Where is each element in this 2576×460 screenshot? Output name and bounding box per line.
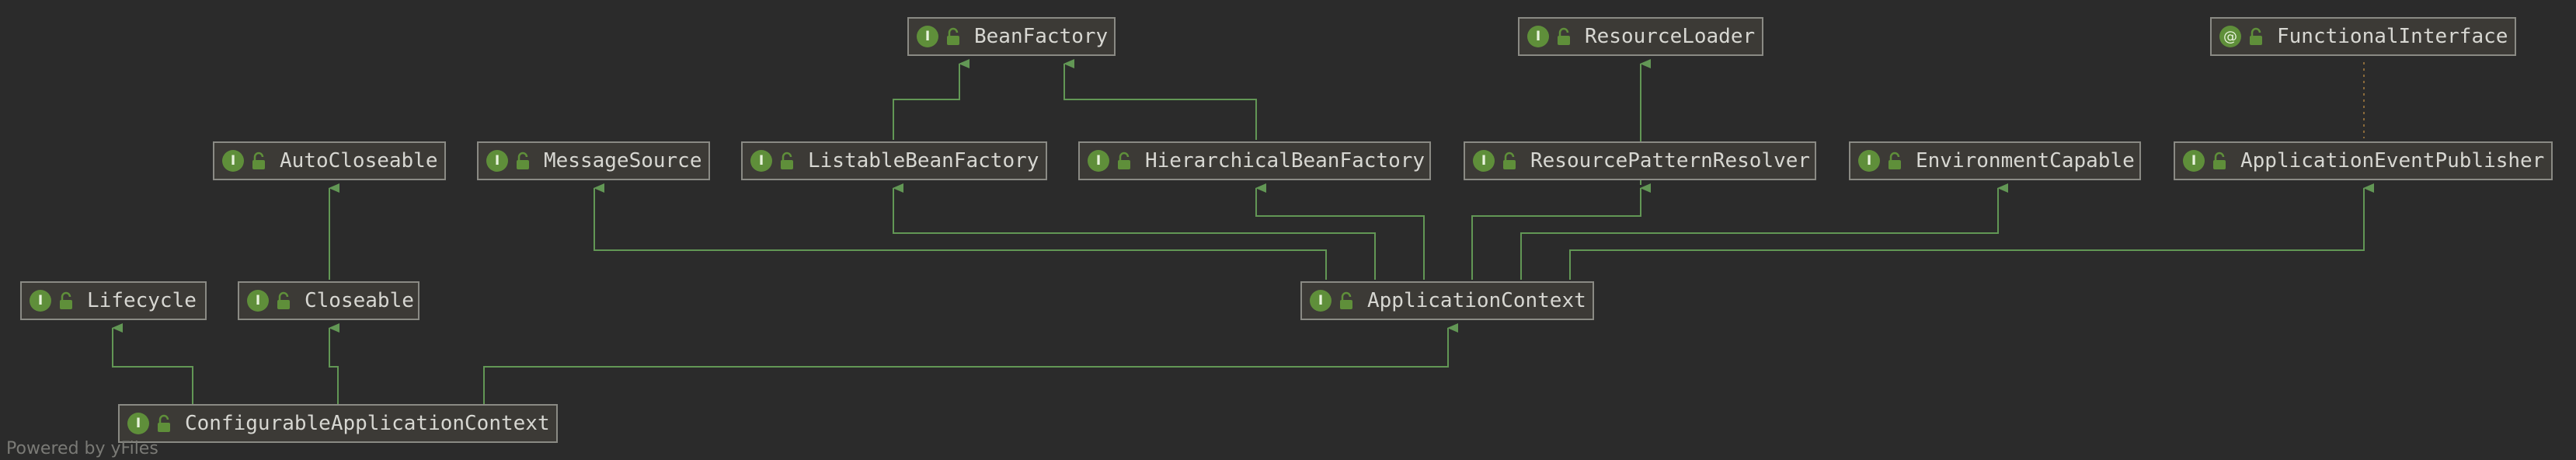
edge-appctx-to-patternresolver [1471, 183, 1651, 280]
interface-icon: I [1088, 150, 1109, 172]
node-label: EnvironmentCapable [1916, 149, 2135, 172]
unlock-icon [1118, 152, 1130, 169]
node-functionalinterface[interactable]: @ FunctionalInterface [2210, 17, 2516, 56]
unlock-icon [781, 152, 793, 169]
interface-icon: I [247, 290, 269, 312]
node-environmentcapable[interactable]: I EnvironmentCapable [1849, 141, 2141, 180]
unlock-icon [1888, 152, 1901, 169]
unlock-icon [517, 152, 529, 169]
node-hierarchicalbeanfactory[interactable]: I HierarchicalBeanFactory [1078, 141, 1431, 180]
edge-configurable-to-appctx [483, 323, 1458, 404]
node-resourceloader[interactable]: I ResourceLoader [1518, 17, 1763, 56]
edge-configurable-to-lifecycle [112, 323, 193, 404]
interface-icon: I [222, 150, 244, 172]
interface-icon: I [1310, 290, 1332, 312]
edge-appctx-to-listable [893, 183, 1376, 280]
unlock-icon [1340, 291, 1352, 309]
unlock-icon [2250, 27, 2262, 45]
node-label: BeanFactory [974, 25, 1109, 48]
node-label: ResourceLoader [1585, 25, 1756, 48]
edge-appctx-to-environmentcapable [1520, 183, 2008, 280]
node-beanfactory[interactable]: I BeanFactory [907, 17, 1116, 56]
edge-listable-to-beanfactory [893, 59, 969, 140]
unlock-icon [60, 291, 72, 309]
node-label: Lifecycle [87, 289, 197, 312]
annotation-icon: @ [2219, 26, 2241, 47]
node-label: ConfigurableApplicationContext [185, 412, 550, 435]
node-applicationcontext[interactable]: I ApplicationContext [1300, 281, 1594, 320]
edge-configurable-to-closeable [329, 323, 339, 404]
node-label: FunctionalInterface [2277, 25, 2508, 48]
node-resourcepatternresolver[interactable]: I ResourcePatternResolver [1464, 141, 1816, 180]
node-lifecycle[interactable]: I Lifecycle [20, 281, 207, 320]
unlock-icon [2213, 152, 2226, 169]
edge-hierarchical-to-beanfactory [1063, 59, 1257, 140]
node-label: ResourcePatternResolver [1530, 149, 1811, 172]
node-label: ApplicationEventPublisher [2240, 149, 2545, 172]
unlock-icon [1503, 152, 1516, 169]
edge-appctx-to-messagesource [594, 183, 1327, 280]
node-closeable[interactable]: I Closeable [238, 281, 419, 320]
unlock-icon [158, 414, 170, 432]
node-messagesource[interactable]: I MessageSource [477, 141, 710, 180]
unlock-icon [277, 291, 290, 309]
interface-icon: I [917, 26, 938, 47]
unlock-icon [252, 152, 265, 169]
edge-appctx-to-eventpublisher [1569, 183, 2374, 280]
node-autocloseable[interactable]: I AutoCloseable [213, 141, 446, 180]
interface-icon: I [2183, 150, 2205, 172]
node-label: HierarchicalBeanFactory [1145, 149, 1426, 172]
interface-icon: I [30, 290, 51, 312]
interface-icon: I [127, 413, 149, 434]
node-label: ApplicationContext [1367, 289, 1586, 312]
node-label: AutoCloseable [280, 149, 438, 172]
unlock-icon [1558, 27, 1570, 45]
watermark: Powered by yFiles [6, 439, 158, 458]
edge-appctx-to-hierarchical [1255, 183, 1425, 280]
node-configurableapplicationcontext[interactable]: I ConfigurableApplicationContext [118, 404, 558, 443]
interface-icon: I [1858, 150, 1880, 172]
node-label: MessageSource [544, 149, 702, 172]
node-listablebeanfactory[interactable]: I ListableBeanFactory [741, 141, 1047, 180]
unlock-icon [947, 27, 959, 45]
interface-icon: I [486, 150, 508, 172]
interface-icon: I [1527, 26, 1549, 47]
node-applicationeventpublisher[interactable]: I ApplicationEventPublisher [2174, 141, 2553, 180]
interface-icon: I [750, 150, 772, 172]
node-label: Closeable [305, 289, 414, 312]
interface-icon: I [1473, 150, 1495, 172]
node-label: ListableBeanFactory [808, 149, 1039, 172]
